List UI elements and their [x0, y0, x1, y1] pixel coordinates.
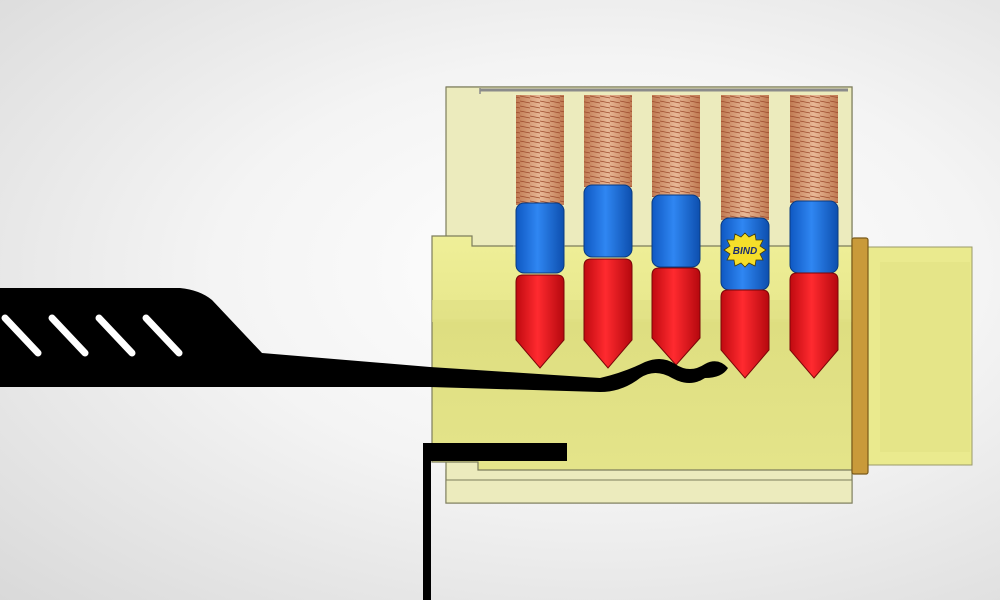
cam-ring: [851, 237, 869, 475]
bind-label: BIND: [733, 246, 757, 257]
pin-stack-2: [583, 95, 633, 369]
key-pin: [583, 258, 633, 369]
rake-pick[interactable]: [0, 288, 728, 392]
pin-stack-3: [651, 95, 701, 366]
tension-wrench[interactable]: [423, 443, 567, 600]
key-pin: [515, 274, 565, 369]
driver-pin: [515, 202, 565, 274]
pin-stack-1: [515, 95, 565, 369]
driver-pin: [583, 184, 633, 258]
pin-stack-5: [789, 95, 839, 379]
key-pin: [720, 289, 770, 379]
pick-handle-grooves: [1, 314, 183, 357]
driver-pin: [789, 200, 839, 274]
bind-badge: BIND: [723, 232, 767, 268]
key-pin: [789, 272, 839, 379]
driver-pin: [651, 194, 701, 268]
pin-stack-4: BIND: [720, 95, 770, 379]
lock-plug: [431, 235, 973, 471]
key-pin: [651, 267, 701, 366]
